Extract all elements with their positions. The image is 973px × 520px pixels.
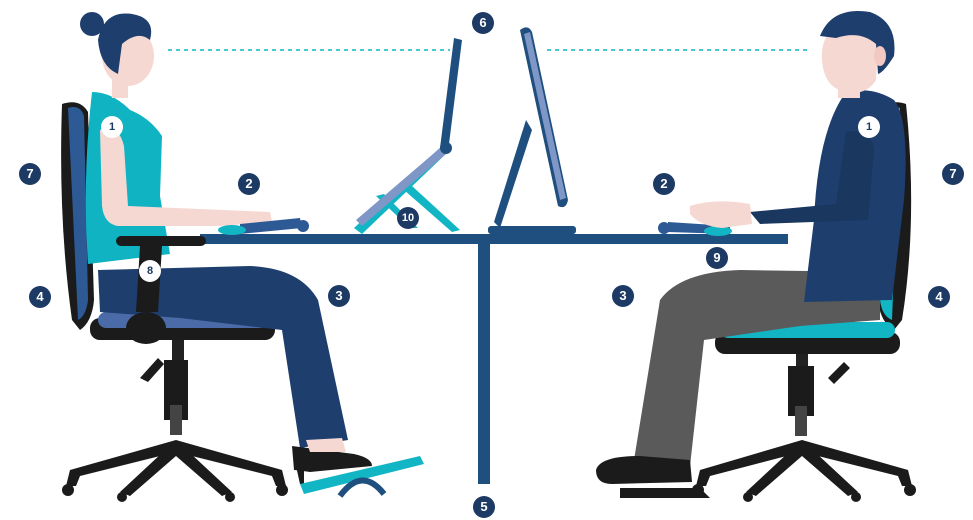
- marker-5: 5: [473, 496, 495, 518]
- marker-10: 10: [397, 207, 419, 229]
- marker-3-left: 3: [328, 285, 350, 307]
- man-figure: [596, 11, 906, 498]
- marker-4-left: 4: [29, 286, 51, 308]
- marker-7-left: 7: [19, 163, 41, 185]
- marker-8: 8: [139, 260, 161, 282]
- marker-4-right: 4: [928, 286, 950, 308]
- marker-2-left: 2: [238, 173, 260, 195]
- marker-9: 9: [706, 247, 728, 269]
- marker-1-woman: 1: [101, 116, 123, 138]
- woman-figure: [80, 12, 372, 484]
- marker-3-right: 3: [612, 285, 634, 307]
- marker-2-right: 2: [653, 173, 675, 195]
- marker-7-right: 7: [942, 163, 964, 185]
- monitor-icon: [488, 27, 576, 234]
- mouse-icon: [218, 225, 246, 235]
- laptop-stand-icon: [354, 38, 462, 234]
- marker-1-man: 1: [858, 116, 880, 138]
- marker-6: 6: [472, 12, 494, 34]
